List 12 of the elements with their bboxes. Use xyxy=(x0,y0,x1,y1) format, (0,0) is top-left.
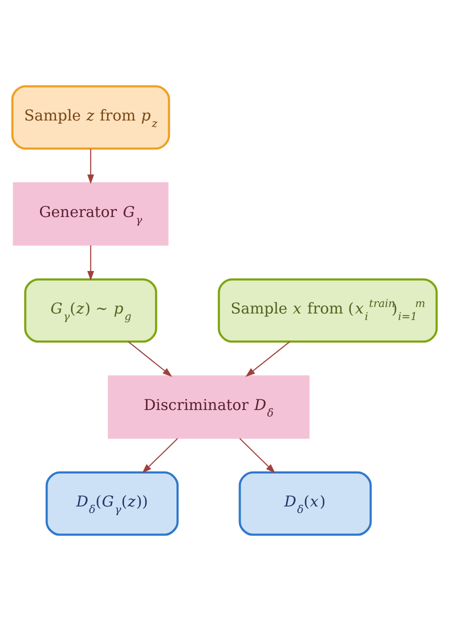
node-box: D$_{δ}$(G$_{γ}$(z)) xyxy=(46,470,179,536)
arrow xyxy=(239,438,276,473)
node-box: G$_{γ}$(z) ∼ p$_{g}$ xyxy=(24,278,158,342)
node-box: D$_{δ}$(x) xyxy=(238,470,372,536)
arrow xyxy=(245,340,290,376)
node-box: Sample z from p$_{z}$ xyxy=(11,84,170,150)
node-box: Generator G$_{γ}$ xyxy=(12,182,168,246)
arrow xyxy=(87,244,94,280)
arrow xyxy=(128,340,172,376)
arrow xyxy=(87,148,94,184)
node-box: Discriminator D$_{δ}$ xyxy=(108,374,310,438)
arrow xyxy=(142,438,178,473)
